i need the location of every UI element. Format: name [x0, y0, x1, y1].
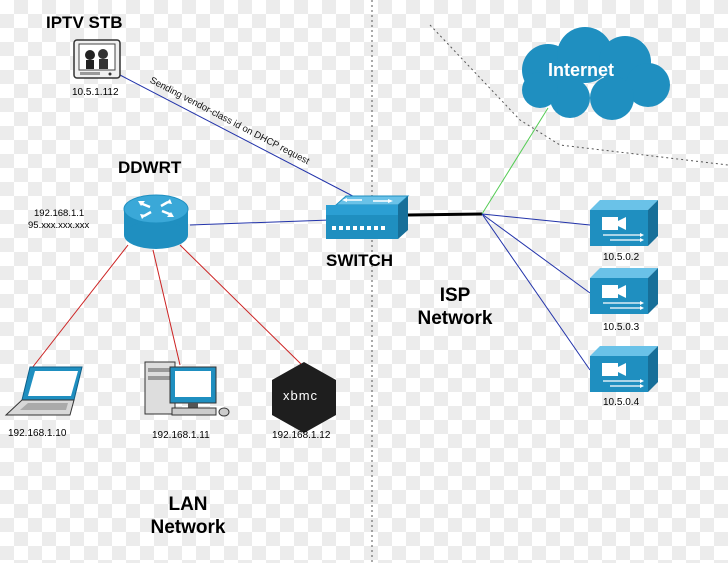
internet-label: Internet	[548, 60, 615, 80]
router-ip-lan: 192.168.1.1	[34, 208, 85, 219]
wire-switch-isp	[407, 212, 483, 217]
switch-icon	[326, 195, 410, 239]
wire-stb-switch	[119, 74, 371, 206]
wire-isp-dev2	[481, 213, 591, 294]
router-ip-wan: 95.xxx.xxx.xxx	[28, 220, 90, 231]
desktop-icon	[144, 361, 230, 417]
wire-router-desktop	[152, 249, 181, 366]
isp-device-ip-1: 10.5.0.2	[603, 252, 640, 263]
xbmc-logo-icon	[272, 362, 336, 433]
router-title: DDWRT	[118, 158, 182, 177]
isp-device-icon-2	[590, 268, 658, 314]
isp-label-line1: ISP	[439, 285, 471, 306]
wire-isp-internet	[481, 107, 549, 215]
switch-title: SWITCH	[326, 251, 394, 270]
isp-device-icon-1	[590, 200, 658, 246]
lan-label-line2: Network	[150, 517, 226, 538]
isp-device-ip-2: 10.5.0.3	[603, 322, 640, 333]
wire-router-switch	[189, 219, 331, 226]
isp-device-icon-3	[590, 346, 658, 392]
internet-boundary-line	[429, 24, 728, 166]
lan-label-line1: LAN	[168, 494, 208, 515]
wire-isp-dev3	[481, 213, 591, 371]
stb-title: IPTV STB	[46, 13, 123, 32]
client-ip-desktop: 192.168.1.11	[152, 430, 210, 441]
router-icon	[123, 194, 189, 249]
wire-router-laptop	[31, 244, 129, 369]
cloud-icon	[522, 27, 670, 120]
isp-label-line2: Network	[417, 308, 493, 329]
client-ip-xbmc: 192.168.1.12	[272, 430, 331, 441]
client-ip-laptop: 192.168.1.10	[8, 428, 67, 439]
laptop-icon	[4, 366, 83, 416]
wire-isp-dev1	[481, 213, 591, 226]
tv-icon	[73, 39, 121, 79]
isp-network-label: ISP Network	[412, 284, 498, 330]
xbmc-logo-text: xbmc	[283, 388, 319, 403]
lan-network-label: LAN Network	[140, 493, 236, 539]
wire-router-xbmc	[179, 244, 303, 366]
stb-ip: 10.5.1.112	[72, 87, 119, 98]
isp-device-ip-3: 10.5.0.4	[603, 397, 640, 408]
